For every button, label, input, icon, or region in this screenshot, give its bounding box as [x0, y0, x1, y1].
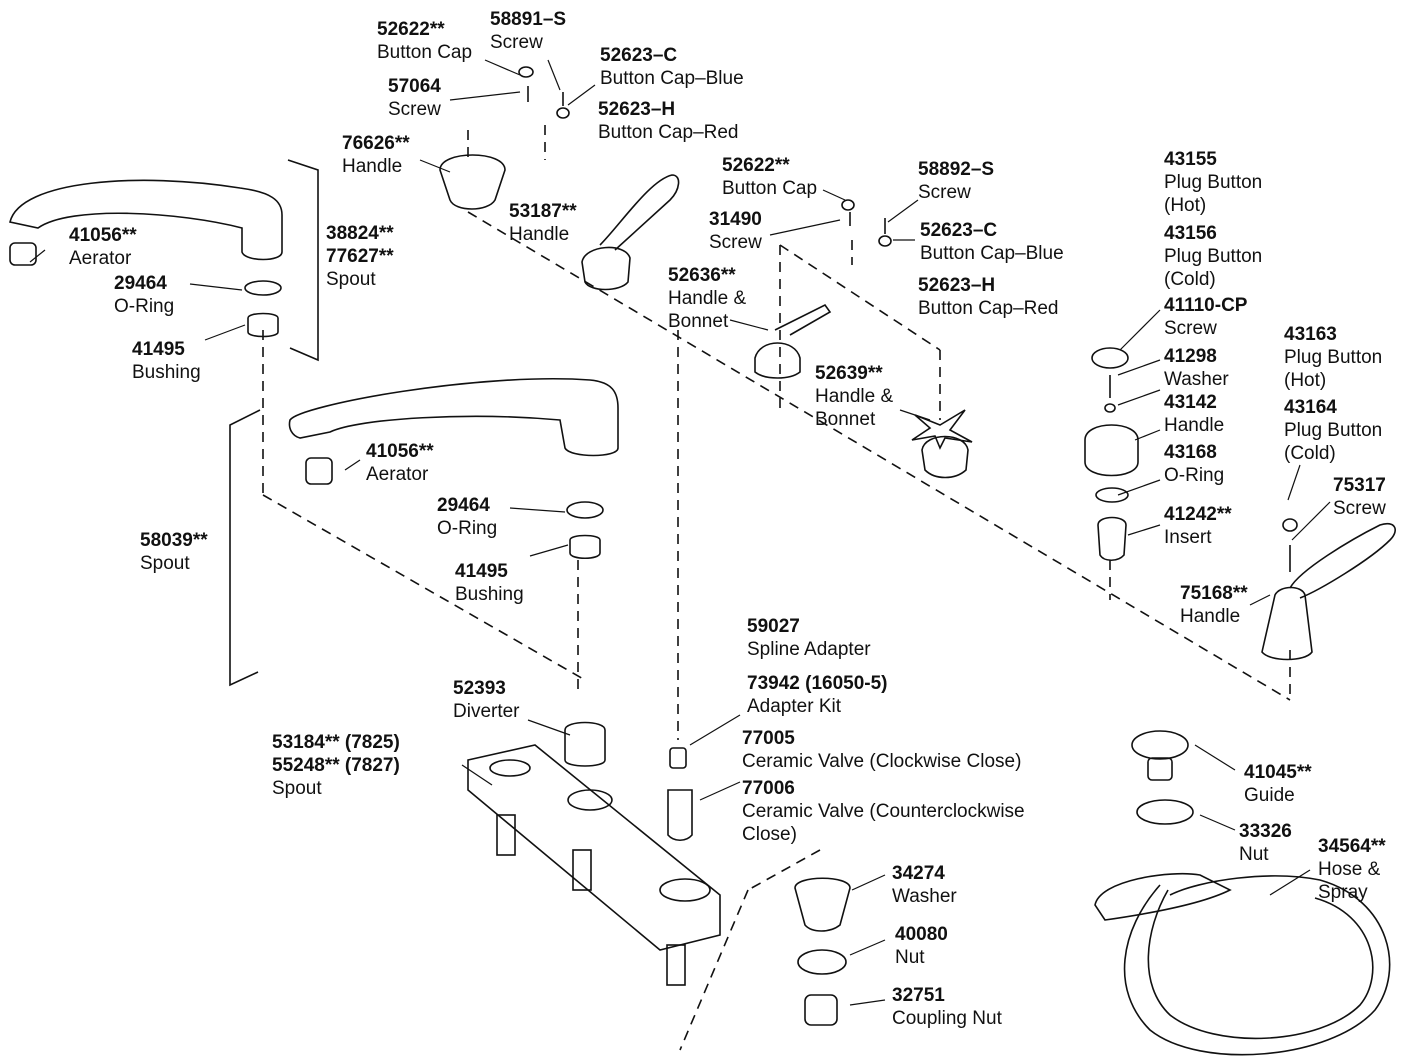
bracket-spout-top — [287, 159, 319, 362]
o-ring-29464-top-shape — [244, 280, 282, 296]
label-75168: 75168**Handle — [1180, 583, 1248, 627]
label-41045: 41045**Guide — [1244, 762, 1312, 806]
handle-53187-lever-shape — [599, 174, 680, 251]
base-hole-center — [567, 789, 613, 811]
label-52639: 52639**Handle &Bonnet — [815, 363, 894, 430]
guide-41045-stem — [1147, 757, 1173, 781]
label-41056-a: 41056**Aerator — [69, 225, 137, 269]
handle-53187-base-shape — [581, 246, 631, 291]
label-38824: 38824**77627**Spout — [326, 223, 394, 290]
handle-52636-lever-shape — [774, 303, 832, 336]
leader-lines — [29, 59, 1331, 1006]
label-41056-b: 41056**Aerator — [366, 441, 434, 485]
handle-43142-shape — [1084, 424, 1139, 477]
spray-head-34564-shape — [1094, 872, 1232, 921]
label-41242: 41242**Insert — [1164, 504, 1232, 548]
ceramic-valve-77006-shape — [667, 789, 693, 842]
coupling-nut-32751-shape — [804, 994, 838, 1026]
base-shank-center — [572, 849, 592, 891]
assembly-guide-lines — [262, 125, 1291, 1051]
washer-41298-shape — [1104, 403, 1116, 413]
label-76626: 76626**Handle — [342, 133, 410, 177]
label-53184: 53184** (7825)55248** (7827)Spout — [272, 732, 400, 799]
guide-41045-shape — [1131, 730, 1189, 760]
button-cap-52622-shape — [518, 66, 534, 78]
bushing-41495-main-shape — [569, 534, 601, 560]
spout-58039-shape — [288, 377, 619, 457]
nut-40080-shape — [797, 949, 847, 975]
bracket-spout-main — [229, 409, 261, 687]
handle-76626-shape — [439, 154, 506, 210]
plug-button-43155-shape — [1091, 347, 1129, 369]
diverter-52393-shape — [564, 721, 606, 767]
washer-34274-shape — [794, 877, 851, 932]
base-shank-right — [666, 944, 686, 986]
button-cap-52623-b-shape — [878, 235, 892, 247]
o-ring-43168-shape — [1095, 487, 1129, 503]
bushing-41495-top-shape — [247, 312, 279, 338]
label-52636: 52636**Handle &Bonnet — [668, 265, 747, 332]
base-hole-left — [489, 759, 531, 777]
label-73942: 73942 (16050-5)Adapter Kit — [747, 673, 888, 717]
button-cap-52623-shape — [556, 107, 570, 119]
hose-34564-shape — [1123, 875, 1391, 1056]
button-cap-52622-b-shape — [841, 199, 855, 211]
base-hole-right — [659, 878, 711, 902]
aerator-41056-main-shape — [305, 457, 333, 485]
nut-33326-shape — [1136, 799, 1194, 825]
handle-75168-lever-shape — [1289, 522, 1396, 599]
o-ring-29464-main-shape — [566, 501, 604, 519]
label-53187: 53187**Handle — [509, 201, 577, 245]
faucet-base-53184-shape — [467, 744, 721, 951]
base-shank-left — [496, 814, 516, 856]
spout-38824-shape — [9, 179, 283, 261]
label-52622-b: 52622**Button Cap — [722, 155, 818, 199]
label-34564: 34564**Hose &Spray — [1318, 836, 1386, 903]
insert-41242-shape — [1097, 516, 1127, 562]
label-52622-a: 52622**Button Cap — [377, 19, 473, 63]
handle-52639-cross-shape — [911, 409, 973, 450]
aerator-41056-top-shape — [9, 242, 37, 266]
handle-75168-base-shape — [1261, 586, 1313, 661]
spline-adapter-59027-shape — [669, 747, 687, 769]
bonnet-52636-shape — [754, 342, 801, 379]
hose-34564-inner-shape — [1147, 889, 1374, 1040]
bonnet-52639-shape — [921, 435, 969, 479]
label-58039: 58039**Spout — [140, 530, 208, 574]
plug-button-43163-shape — [1282, 518, 1298, 532]
